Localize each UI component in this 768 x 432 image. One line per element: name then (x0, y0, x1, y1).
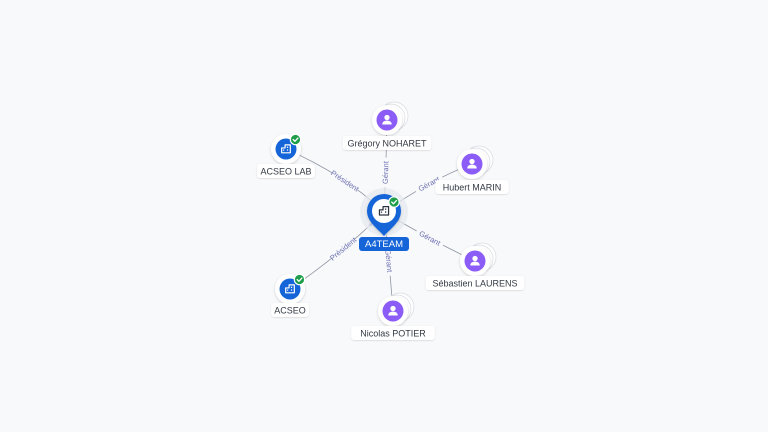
edge-person-4-label-bg (383, 245, 395, 276)
person-node-4-label-box (351, 326, 435, 340)
company-node-2-label-box (271, 303, 309, 317)
edge-person-1-label-bg (380, 157, 391, 188)
company-node-2-label: ACSEO (274, 306, 306, 316)
nodes-layer: Grégory NOHARET Hubert MARIN Sébastien LAU… (257, 101, 525, 340)
person-node-1-label-box (342, 136, 432, 150)
edge-person-3-role-label: Gérant (418, 229, 443, 248)
verified-check-icon (293, 273, 306, 286)
person-node-3[interactable]: Sébastien LAURENS (425, 242, 525, 290)
center-label: A4TEAM (365, 239, 403, 250)
company-node-2[interactable]: ACSEO (271, 273, 309, 317)
company-node-1[interactable]: ACSEO LAB (257, 133, 315, 178)
center-company-node[interactable]: A4TEAM (359, 188, 409, 251)
edge-company-1-role-label: Président (329, 168, 361, 194)
verified-check-icon (289, 133, 302, 146)
edge-company-2-role-label: Président (328, 235, 359, 263)
person-node-2-label-box (435, 180, 509, 194)
edge-person-2-label-bg (414, 173, 444, 195)
center-label-box (359, 237, 409, 251)
edge-person-4-role-label: Gérant (383, 249, 394, 274)
person-node-4[interactable]: Nicolas POTIER (351, 292, 435, 340)
edge-person-3-label-bg (415, 227, 445, 249)
verified-check-icon (388, 196, 400, 208)
edge-company-2-label-bg (329, 236, 357, 262)
company-node-1-avatar (275, 138, 297, 160)
person-node-3-label: Sébastien LAURENS (432, 279, 517, 289)
company-building-icon-dark (378, 206, 390, 216)
edge-company-1-label-bg (330, 169, 360, 193)
person-node-1-label: Grégory NOHARET (347, 139, 427, 149)
edge-person-1-role-label: Gérant (381, 160, 391, 184)
company-node-2-avatar (279, 278, 301, 300)
person-node-2[interactable]: Hubert MARIN (435, 145, 509, 194)
person-node-1[interactable]: Grégory NOHARET (342, 101, 432, 150)
person-node-4-label: Nicolas POTIER (360, 329, 426, 339)
person-node-2-label: Hubert MARIN (443, 183, 502, 193)
company-node-1-label-box (257, 164, 315, 178)
company-node-1-label: ACSEO LAB (260, 167, 311, 177)
person-node-3-label-box (425, 276, 525, 290)
